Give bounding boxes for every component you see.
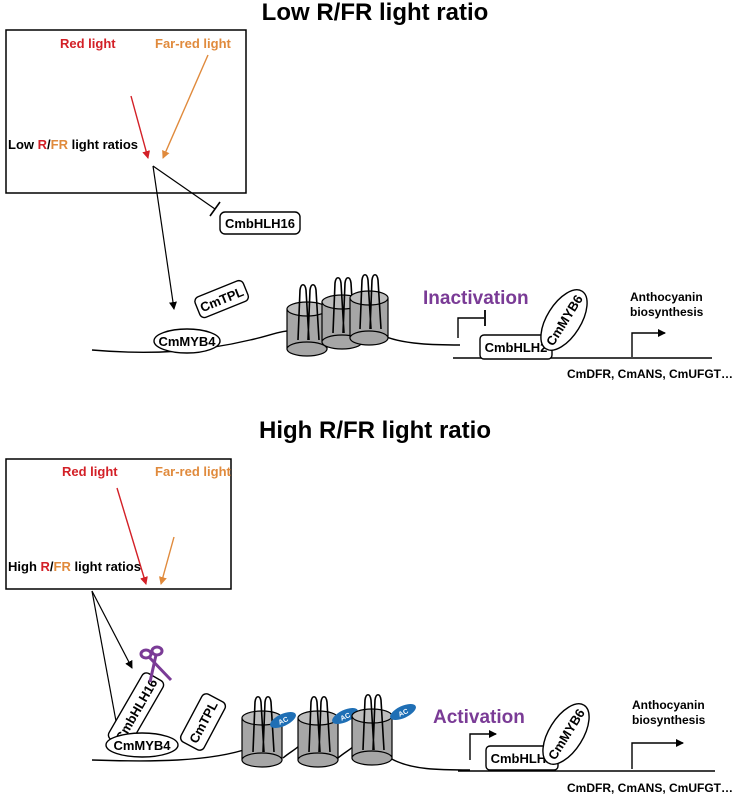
top-bhlh16-box <box>219 211 301 235</box>
bottom-ac-label-2: AC <box>340 712 352 723</box>
bottom-inhibition-line <box>91 590 119 733</box>
top-nucleosome-1 <box>286 283 328 357</box>
bottom-active-tss-arrow <box>469 730 497 760</box>
top-ratio-label: Low R/FR light ratios <box>8 137 138 152</box>
bottom-ac-marker-1: AC <box>270 711 296 729</box>
top-far-red-light-arrow <box>162 54 209 159</box>
top-status-label: Inactivation <box>423 288 529 309</box>
top-light-box <box>5 29 247 194</box>
top-tpl-box <box>194 279 250 319</box>
top-anthocyanin-line1: Anthocyanin <box>630 290 703 304</box>
top-bhlh2-label: CmbHLH2 <box>485 340 548 355</box>
top-tpl-group: CmTPL <box>194 279 250 319</box>
bottom-myb4-ellipse <box>105 732 179 758</box>
bottom-panel: High R/FR light ratio Red light Far-red … <box>5 417 733 795</box>
bottom-anthocyanin-line1: Anthocyanin <box>632 698 705 712</box>
top-inhibition-line <box>152 165 216 210</box>
top-myb6-ellipse <box>540 289 588 351</box>
bottom-myb6-group: CmMYB6 <box>542 703 590 765</box>
bottom-red-light-arrow <box>116 487 148 585</box>
top-dna-linker <box>379 333 461 346</box>
top-gene-tss-arrow <box>631 329 666 357</box>
top-myb4-ellipse <box>153 328 221 354</box>
bottom-dna-linker <box>389 757 471 771</box>
top-myb4-label: CmMYB4 <box>158 334 216 349</box>
bottom-ac-label-3: AC <box>398 708 410 719</box>
top-title: Low R/FR light ratio <box>262 0 489 26</box>
top-induction-arrow <box>152 165 177 310</box>
bottom-bhlh2-label: CmbHLH2 <box>491 751 554 766</box>
bottom-induction-arrow <box>91 590 133 669</box>
bottom-nucleosome-3 <box>351 693 393 766</box>
top-repressed-tss <box>457 317 484 338</box>
bottom-ac-marker-3: AC <box>390 703 416 721</box>
bottom-nucleosome-2 <box>297 695 339 768</box>
bottom-gene-list: CmDFR, CmANS, CmUFGT… <box>567 781 733 795</box>
top-bhlh16-label: CmbHLH16 <box>225 216 295 231</box>
bottom-myb4-label: CmMYB4 <box>113 738 171 753</box>
bottom-title: High R/FR light ratio <box>259 417 491 444</box>
scissors-icon <box>139 645 173 683</box>
bottom-red-light-label: Red light <box>62 464 118 479</box>
top-inhibition-bar <box>209 201 221 217</box>
top-gene-list: CmDFR, CmANS, CmUFGT… <box>567 367 733 381</box>
bottom-status-label: Activation <box>433 707 525 728</box>
bottom-anthocyanin-line2: biosynthesis <box>632 713 706 727</box>
bottom-tpl-group: CmTPL <box>179 693 227 751</box>
bottom-ac-label-1: AC <box>278 716 290 727</box>
bottom-nucleosome-1 <box>241 695 283 768</box>
top-dna-left <box>91 329 301 354</box>
bottom-tpl-box <box>179 693 227 751</box>
bottom-far-red-light-arrow <box>159 536 175 585</box>
bottom-gene-tss-arrow <box>631 739 684 769</box>
bottom-ratio-label: High R/FR light ratios <box>8 559 141 574</box>
bottom-light-box <box>5 458 232 590</box>
top-panel: Low R/FR light ratio Red light Far-red l… <box>5 0 733 381</box>
top-anthocyanin-line2: biosynthesis <box>630 305 704 319</box>
top-red-light-label: Red light <box>60 36 116 51</box>
bottom-far-red-light-label: Far-red light <box>155 464 232 479</box>
top-red-light-arrow <box>130 95 151 159</box>
bottom-ac-marker-2: AC <box>332 707 358 725</box>
top-nucleosome-3 <box>349 273 389 346</box>
bottom-myb6-ellipse <box>542 703 590 765</box>
top-far-red-light-label: Far-red light <box>155 36 232 51</box>
